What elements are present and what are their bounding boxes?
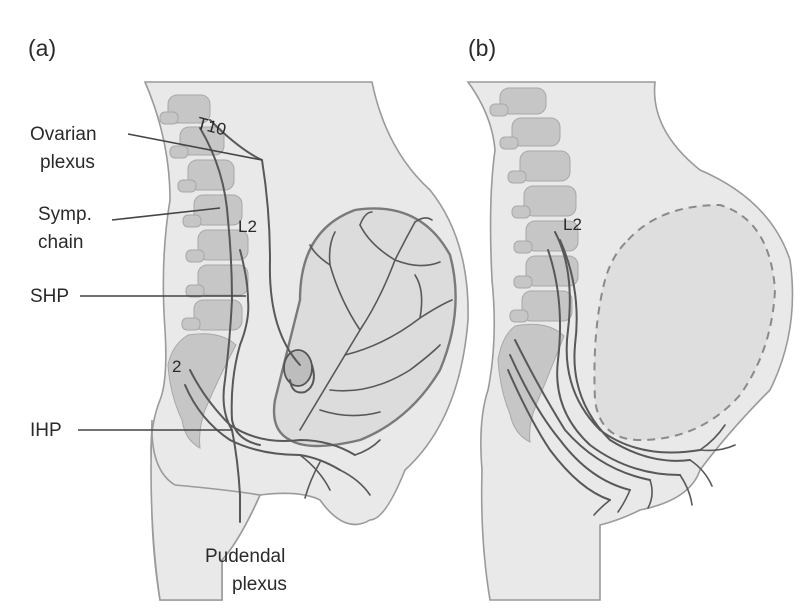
spinous-process <box>512 206 530 218</box>
ovarian-plexus-label-2: plexus <box>40 152 95 173</box>
spinous-process <box>178 180 196 192</box>
symp-chain-label-1: Symp. <box>38 204 92 225</box>
spinous-process <box>183 215 201 227</box>
spinous-process <box>182 318 200 330</box>
ihp-label: IHP <box>30 420 62 441</box>
vertebra <box>522 291 572 321</box>
spinous-process <box>514 241 532 253</box>
panel-a-ovary <box>284 350 312 386</box>
sacral-2-label: 2 <box>172 357 181 376</box>
shp-label: SHP <box>30 286 69 307</box>
spinous-process <box>500 137 518 149</box>
spinous-process <box>510 310 528 322</box>
panel-b: (b) L2 <box>468 35 793 600</box>
spinous-process <box>160 112 178 124</box>
ovarian-plexus-label-1: Ovarian <box>30 124 97 145</box>
vertebra <box>512 118 560 146</box>
spinous-process <box>170 146 188 158</box>
pudendal-plexus-label-2: plexus <box>232 574 287 595</box>
panel-b-vertebra-l2-label: L2 <box>563 215 582 234</box>
pudendal-plexus-label-1: Pudendal <box>205 546 285 567</box>
vertebra-l2-label: L2 <box>238 217 257 236</box>
vertebra <box>520 151 570 181</box>
panel-a-label: (a) <box>28 35 56 61</box>
spinous-process <box>186 250 204 262</box>
vertebra <box>198 265 248 295</box>
symp-chain-label-2: chain <box>38 232 83 253</box>
vertebra <box>194 300 242 330</box>
spinous-process <box>508 171 526 183</box>
vertebra <box>524 186 576 216</box>
spinous-process <box>490 104 508 116</box>
spinous-process <box>514 276 532 288</box>
panel-a: (a) T10 L2 2 Ovarian plexus Symp. chain … <box>28 35 468 600</box>
panel-b-label: (b) <box>468 35 496 61</box>
